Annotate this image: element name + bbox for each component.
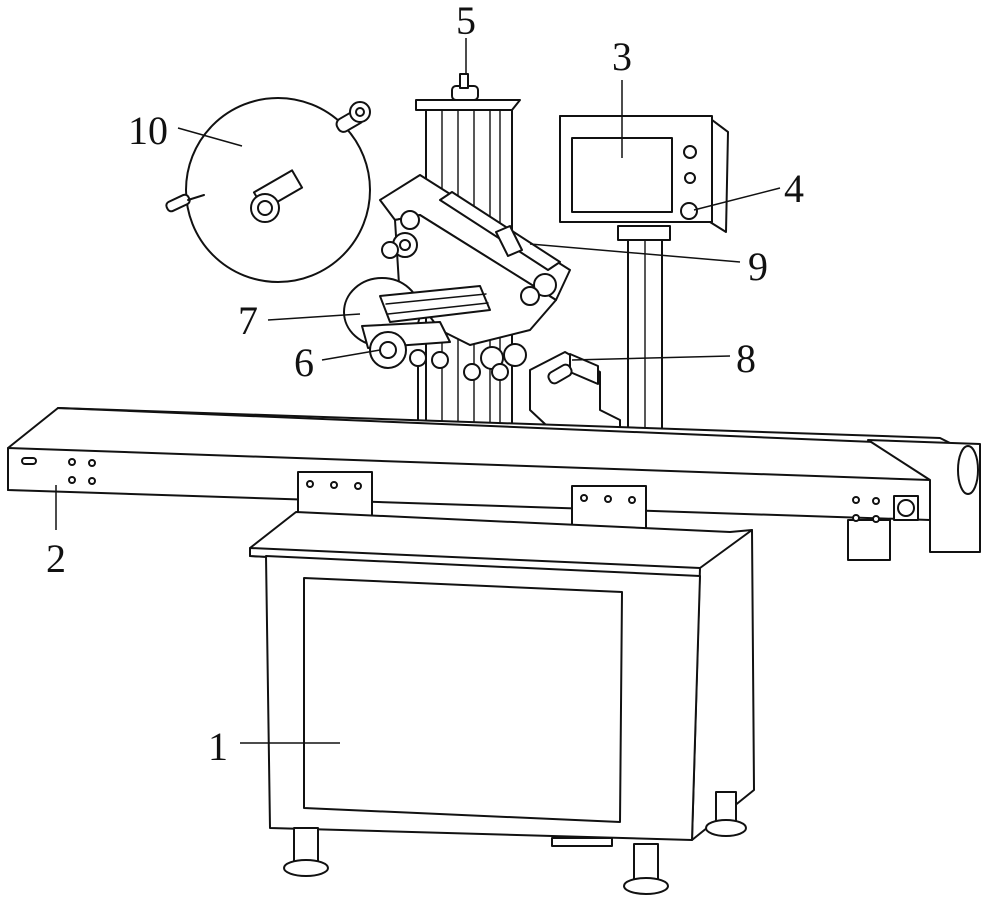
callout-6: 6 — [294, 340, 314, 385]
callout-labels: 1 2 3 4 5 6 7 8 9 10 — [46, 0, 804, 769]
callout-5: 5 — [456, 0, 476, 43]
panel-button-2 — [684, 172, 696, 184]
panel-support-column — [617, 225, 671, 439]
callout-10: 10 — [128, 108, 168, 153]
callout-3: 3 — [612, 34, 632, 79]
labeling-head — [343, 174, 621, 439]
callout-7: 7 — [238, 298, 258, 343]
leader-lines — [55, 38, 781, 744]
conveyor — [7, 407, 981, 561]
panel-button-1 — [683, 145, 697, 159]
label-roll — [165, 97, 371, 283]
callout-9: 9 — [748, 244, 768, 289]
cabinet — [249, 511, 755, 895]
control-panel — [559, 115, 729, 233]
callout-4: 4 — [784, 166, 804, 211]
callout-2: 2 — [46, 536, 66, 581]
callout-1: 1 — [208, 724, 228, 769]
cabinet-door — [303, 577, 623, 823]
callout-8: 8 — [736, 336, 756, 381]
panel-button-3 — [680, 202, 698, 220]
